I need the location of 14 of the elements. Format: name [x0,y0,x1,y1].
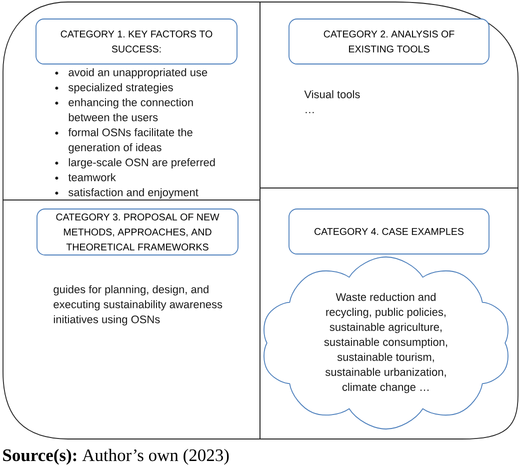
header-box: CATEGORY 1. KEY FACTORS TO SUCCESS: [36,18,238,64]
header-box: CATEGORY 4. CASE EXAMPLES [288,208,490,254]
bullet-item: specialized strategies [68,83,173,94]
header-box: CATEGORY 2. ANALYSIS OF EXISTING TOOLS [288,18,490,64]
header-box: CATEGORY 3. PROPOSAL OF NEW METHODS, APPROACHES, AND THEORETICAL FRAMEWORKS [36,208,238,256]
bullet-item: large-scale OSN are preferred [68,158,215,168]
paragraph: guides for planning, design, and executing sustainability awareness initiatives using OSNs [54,285,222,326]
bullet-item: teamwork [68,173,116,182]
bullet-item: avoid an unappropriated use [68,68,208,78]
list-item: … [306,112,314,114]
panel [260,188,518,440]
caption: Source(s): Author’s own (2023) [3,448,229,465]
list-item: Visual tools [304,90,360,98]
bullet-item: satisfaction and enjoyment [68,188,198,198]
